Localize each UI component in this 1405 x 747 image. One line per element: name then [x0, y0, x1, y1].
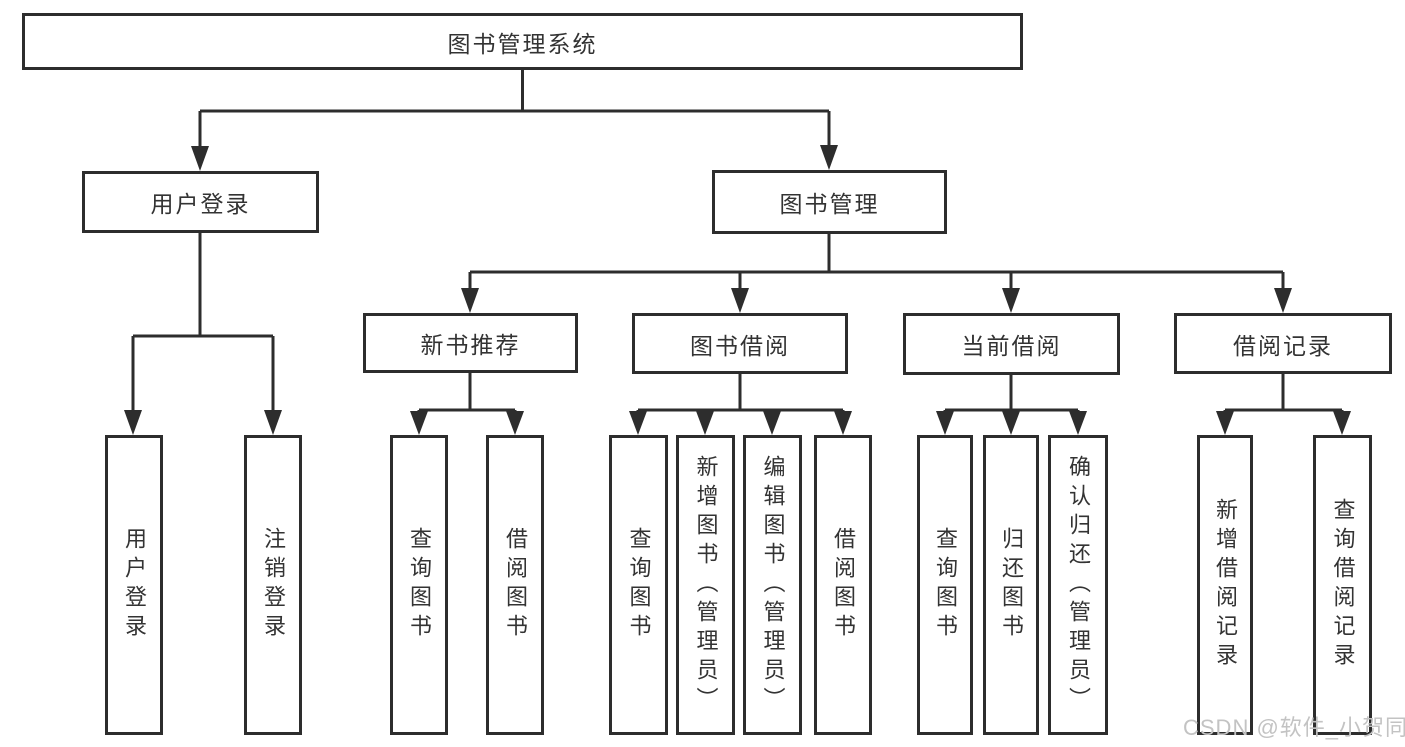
leaf-logout-login-label: 注销登录	[261, 527, 286, 643]
leaf-add-books-admin: 新增图书（管理员）	[676, 435, 735, 735]
csdn-watermark: CSDN @软件_小贺同学	[1183, 715, 1405, 740]
leaf-return-books-label: 归还图书	[999, 527, 1024, 643]
node-book-management: 图书管理	[712, 170, 947, 234]
node-root-system: 图书管理系统	[22, 13, 1023, 70]
leaf-add-books-admin-label: 新增图书（管理员）	[693, 454, 719, 716]
leaf-logout-login: 注销登录	[244, 435, 302, 735]
node-new-book-recommend: 新书推荐	[363, 313, 578, 373]
leaf-query-books-current: 查询图书	[917, 435, 973, 735]
leaf-add-borrow-record: 新增借阅记录	[1197, 435, 1253, 735]
leaf-edit-books-admin: 编辑图书（管理员）	[743, 435, 802, 735]
leaf-user-login-label: 用户登录	[122, 527, 147, 643]
leaf-return-books: 归还图书	[983, 435, 1039, 735]
leaf-query-borrow-record-label: 查询借阅记录	[1330, 498, 1356, 672]
leaf-add-borrow-record-label: 新增借阅记录	[1213, 498, 1238, 672]
leaf-borrow-books-newbook: 借阅图书	[486, 435, 544, 735]
leaf-query-books-current-label: 查询图书	[933, 527, 958, 643]
node-book-borrowing: 图书借阅	[632, 313, 848, 374]
leaf-confirm-return-admin-label: 确认归还（管理员）	[1066, 454, 1091, 716]
leaf-borrow-books-borrowing-label: 借阅图书	[831, 527, 856, 643]
leaf-query-books-newbook: 查询图书	[390, 435, 448, 735]
node-user-login: 用户登录	[82, 171, 319, 233]
leaf-query-borrow-record: 查询借阅记录	[1313, 435, 1372, 735]
leaf-borrow-books-borrowing: 借阅图书	[814, 435, 872, 735]
leaf-borrow-books-newbook-label: 借阅图书	[503, 527, 528, 643]
node-borrowing-records: 借阅记录	[1174, 313, 1392, 374]
leaf-user-login: 用户登录	[105, 435, 163, 735]
leaf-query-books-borrowing: 查询图书	[609, 435, 668, 735]
leaf-confirm-return-admin: 确认归还（管理员）	[1048, 435, 1108, 735]
node-current-borrowing: 当前借阅	[903, 313, 1120, 375]
leaf-query-books-borrowing-label: 查询图书	[626, 527, 652, 643]
leaf-edit-books-admin-label: 编辑图书（管理员）	[760, 454, 786, 716]
leaf-query-books-newbook-label: 查询图书	[407, 527, 432, 643]
